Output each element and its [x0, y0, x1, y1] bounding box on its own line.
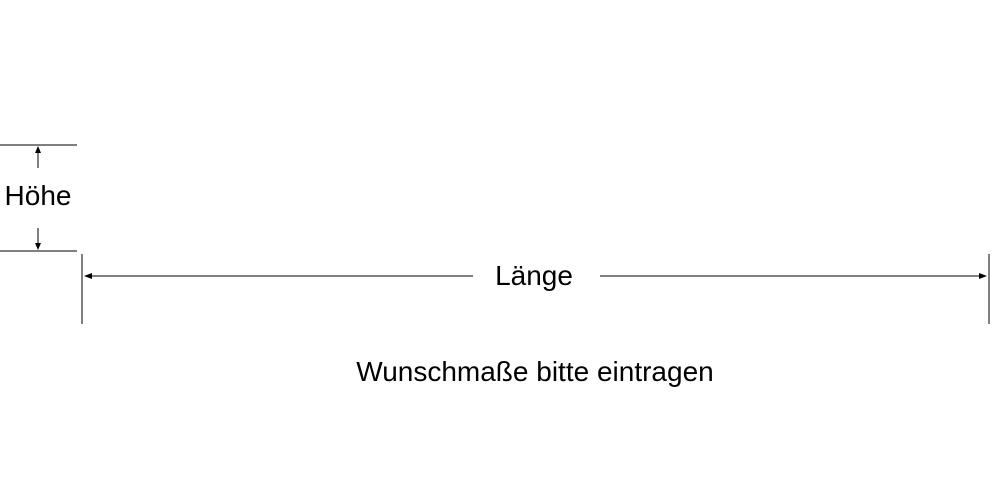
- length-arrow-right-icon: [979, 273, 987, 279]
- height-arrow-down-icon: [35, 243, 41, 250]
- caption-text: Wunschmaße bitte eintragen: [356, 356, 713, 387]
- length-dimension: Länge: [81, 254, 990, 324]
- height-dimension: Höhe: [0, 144, 77, 252]
- height-arrow-up-icon: [35, 146, 41, 153]
- length-arrow-left-icon: [84, 273, 92, 279]
- length-label: Länge: [495, 260, 573, 291]
- height-label: Höhe: [5, 180, 72, 211]
